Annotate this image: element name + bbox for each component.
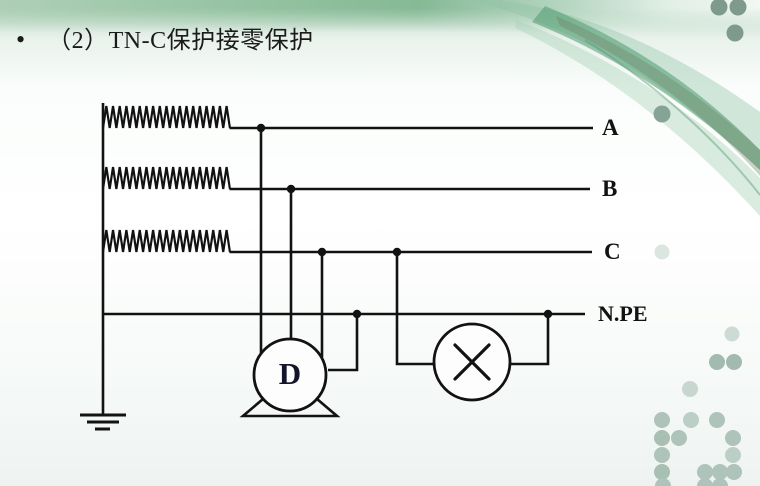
page-title: （2）TN-C保护接零保护: [47, 28, 314, 54]
motor-letter: D: [278, 356, 302, 391]
slide-title-row: • （2）TN-C保护接零保护: [16, 27, 314, 55]
motor-icon: [252, 337, 328, 413]
phase-label-c: C: [604, 239, 621, 264]
coil-phase-b: [101, 165, 232, 191]
phase-label-a: A: [602, 115, 619, 140]
junction-dot: [256, 123, 266, 133]
lamp-icon: [432, 322, 512, 402]
dot-pattern-top-right: [653, 0, 747, 123]
branch-lamp-to-npe: [510, 314, 550, 366]
dot-pattern-faint: [654, 244, 740, 397]
top-green-band: [0, 0, 760, 34]
wires: [80, 103, 593, 431]
winding-coils: [101, 104, 232, 254]
junction-dot: [352, 309, 362, 319]
swoosh-graphic: [470, 0, 760, 216]
junction-dots: [256, 123, 553, 319]
npe-label: N.PE: [598, 301, 648, 326]
branch-c-to-lamp: [395, 252, 435, 366]
coil-phase-a: [101, 104, 232, 130]
junction-dot: [392, 247, 402, 257]
lamp-cross-icon: [453, 343, 491, 381]
junction-dot: [543, 309, 553, 319]
bullet-marker: •: [16, 25, 26, 54]
ground-icon: [80, 413, 126, 431]
junction-dot: [286, 184, 296, 194]
dot-pattern-bottom-right: [654, 354, 742, 486]
branch-npe-to-motor-case: [328, 314, 359, 372]
coil-phase-c: [101, 228, 232, 254]
junction-dot: [317, 247, 327, 257]
phase-label-b: B: [602, 176, 618, 201]
